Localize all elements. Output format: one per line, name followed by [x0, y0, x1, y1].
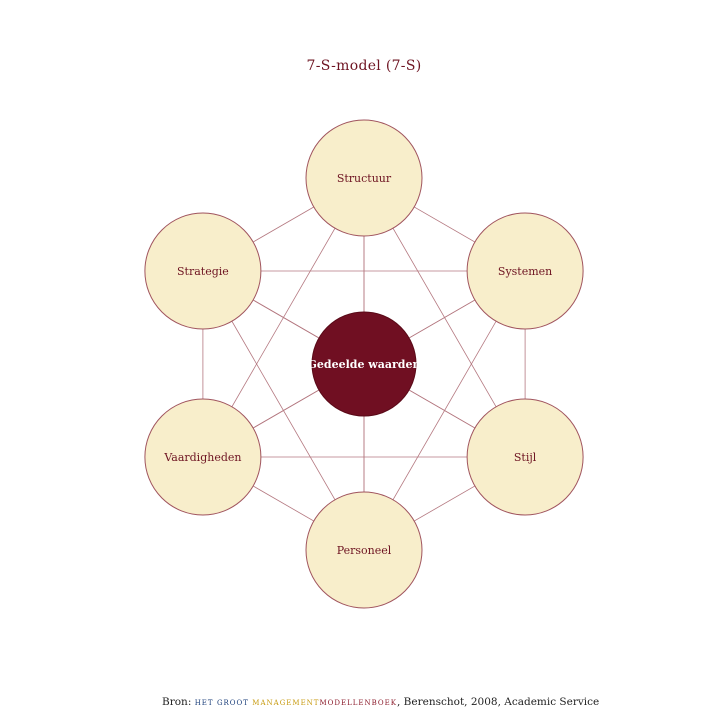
node-label-personeel: Personeel	[337, 544, 392, 557]
source-book-word-1: het	[194, 696, 214, 708]
node-personeel: Personeel	[305, 491, 423, 609]
source-book-word-2: groot	[216, 696, 249, 708]
source-book-word-3: management	[252, 696, 320, 708]
diagram-title: 7-S-model (7-S)	[306, 58, 422, 74]
node-label-structuur: Structuur	[337, 172, 392, 185]
node-structuur: Structuur	[305, 119, 423, 237]
node-circle-structuur	[305, 119, 423, 237]
node-circle-systemen	[466, 212, 584, 330]
node-strategie: Strategie	[144, 212, 262, 330]
center-node: Gedeelde waarden	[308, 311, 421, 417]
node-circle-personeel	[305, 491, 423, 609]
node-label-vaardigheden: Vaardigheden	[163, 451, 241, 464]
node-label-strategie: Strategie	[177, 265, 229, 278]
source-book-word-4: modellenboek	[319, 696, 397, 708]
node-label-stijl: Stijl	[514, 451, 537, 464]
node-circle-stijl	[466, 398, 584, 516]
source-citation: Bron: het groot managementmodellenboek, …	[162, 696, 599, 708]
center-circle	[311, 311, 417, 417]
source-suffix: , Berenschot, 2008, Academic Service	[397, 696, 600, 708]
node-circle-vaardigheden	[144, 398, 262, 516]
center-label: Gedeelde waarden	[308, 358, 421, 371]
node-label-systemen: Systemen	[498, 265, 552, 278]
source-prefix: Bron:	[162, 696, 192, 708]
node-systemen: Systemen	[466, 212, 584, 330]
node-circle-strategie	[144, 212, 262, 330]
node-vaardigheden: Vaardigheden	[144, 398, 262, 516]
node-stijl: Stijl	[466, 398, 584, 516]
